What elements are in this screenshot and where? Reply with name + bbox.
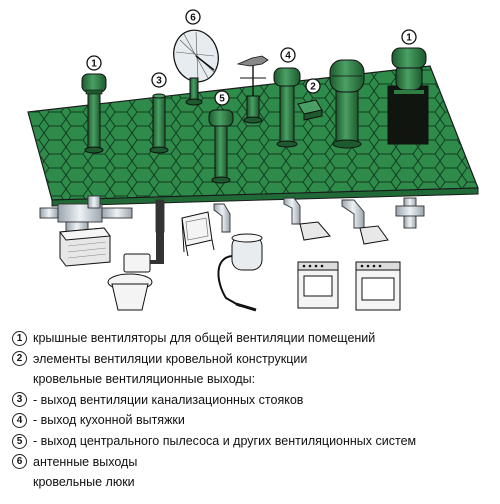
roof-fan-box	[387, 47, 429, 145]
roof-ventilation-illustration: 1 3 6 5 4 2 1	[27, 9, 479, 312]
legend-item: 1 крышные вентиляторы для общей вентиляци…	[12, 328, 375, 348]
svg-text:3: 3	[156, 76, 162, 87]
badge-6: 6	[185, 9, 201, 25]
duct-network	[39, 195, 425, 235]
ventilation-unit	[59, 227, 111, 267]
roof-fan-large	[329, 59, 365, 149]
kitchen-exhaust-vent	[273, 67, 301, 148]
legend-number-badge: 2	[12, 351, 27, 367]
legend-text: - выход центрального пылесоса и других в…	[33, 434, 417, 448]
legend-item: 2 элементы вентиляции кровельной конструк…	[12, 349, 307, 369]
svg-text:1: 1	[91, 59, 97, 70]
legend-number-badge: 3	[12, 392, 27, 408]
svg-text:6: 6	[190, 13, 196, 24]
badge-1-right: 1	[401, 29, 417, 45]
roof-fan-left	[81, 73, 107, 154]
legend-number-badge: 6	[12, 454, 27, 470]
toilet	[107, 232, 164, 311]
legend-number-badge: 1	[12, 330, 27, 346]
legend-item: 5 - выход центрального пылесоса и других …	[12, 431, 416, 451]
stove-left	[297, 221, 339, 309]
legend-item: кровельные люки	[12, 472, 135, 492]
svg-text:4: 4	[285, 51, 291, 62]
legend-text: - выход вентиляции канализационных стояк…	[33, 392, 304, 407]
legend-text: крышные вентиляторы для общей вентиляции…	[33, 331, 376, 345]
stove-right	[355, 225, 401, 311]
laundry-cabinet	[181, 211, 215, 257]
legend-text: кровельные люки	[33, 475, 135, 490]
badge-1-left: 1	[86, 55, 102, 71]
badge-5: 5	[214, 90, 230, 106]
central-vacuum	[217, 233, 263, 312]
svg-text:5: 5	[219, 94, 225, 105]
sewer-stack-vent	[149, 93, 169, 154]
legend-text: кровельные вентиляционные выходы:	[33, 372, 256, 387]
badge-3: 3	[151, 72, 167, 88]
legend-number-badge: 4	[12, 412, 27, 428]
svg-text:2: 2	[310, 82, 316, 93]
badge-4: 4	[280, 47, 296, 63]
roof-structure-vent	[297, 99, 323, 121]
legend-number-badge: 5	[12, 433, 27, 449]
satellite-dish-antenna	[173, 29, 219, 106]
badge-2: 2	[305, 78, 321, 94]
legend-text: элементы вентиляции кровельной конструкц…	[33, 351, 308, 366]
legend-text: - выход кухонной вытяжки	[33, 413, 185, 428]
legend-text: антенные выходы	[33, 454, 138, 469]
legend-item: 3 - выход вентиляции канализационных стоя…	[12, 390, 303, 410]
legend-item: кровельные вентиляционные выходы:	[12, 369, 255, 389]
svg-text:1: 1	[406, 33, 412, 44]
legend-item: 4 - выход кухонной вытяжки	[12, 410, 185, 430]
central-vacuum-vent	[208, 109, 234, 184]
weather-vane	[236, 55, 269, 124]
legend-item: 6 антенные выходы	[12, 452, 137, 472]
